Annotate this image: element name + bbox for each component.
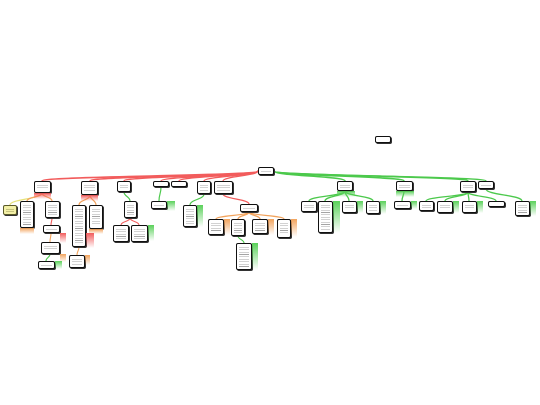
topic-green-4[interactable] (478, 181, 494, 189)
topic-green-3[interactable] (460, 181, 476, 192)
subtopic-l2-leaf[interactable] (38, 261, 55, 269)
branch-fade (86, 233, 94, 248)
subtopic-l1[interactable] (20, 201, 34, 228)
branch-fade (337, 191, 355, 197)
connector-line (237, 235, 245, 244)
connector-line (467, 191, 497, 202)
subtopic-r9[interactable] (488, 201, 505, 207)
topic-green-2[interactable] (396, 181, 413, 191)
subtopic-r8[interactable] (462, 201, 477, 213)
branch-fade (89, 229, 103, 234)
branch-fade (453, 201, 459, 213)
subtopic-l7[interactable] (183, 205, 197, 227)
branch-fade (148, 225, 154, 241)
subtopic-l2-grandchild[interactable] (41, 242, 60, 254)
subtopic-r2[interactable] (318, 201, 333, 233)
subtopic-c2-child[interactable] (236, 243, 252, 270)
branch-fade (81, 195, 98, 201)
connector-line (222, 193, 250, 205)
topic-green-1[interactable] (337, 181, 353, 191)
subtopic-r1[interactable] (301, 201, 317, 212)
topic-red-5[interactable] (171, 181, 187, 187)
connector-line (129, 217, 140, 226)
topic-red-2[interactable] (81, 181, 98, 195)
subtopic-l3-child[interactable] (69, 255, 85, 268)
branch-fade (357, 201, 363, 213)
subtopic-r6[interactable] (419, 201, 434, 211)
subtopic-l4[interactable] (89, 205, 103, 229)
branch-fade (380, 201, 386, 214)
topic-red-4[interactable] (153, 181, 169, 187)
connector-line (273, 170, 487, 182)
subtopic-c1[interactable] (208, 219, 224, 235)
subtopic-r4[interactable] (366, 201, 380, 214)
connector-line (123, 191, 131, 202)
subtopic-r7[interactable] (437, 201, 453, 213)
connector-line (49, 232, 52, 243)
subtopic-l3[interactable] (72, 205, 86, 247)
subtopic-l2-child[interactable] (43, 225, 60, 233)
subtopic-r10[interactable] (515, 201, 530, 216)
subtopic-r5[interactable] (394, 201, 411, 209)
connector-line (50, 217, 53, 226)
topic-red-1[interactable] (34, 181, 51, 193)
subtopic-l2[interactable] (45, 201, 60, 218)
note-topic[interactable] (3, 205, 17, 215)
branch-fade (85, 255, 90, 265)
subtopic-l5[interactable] (124, 201, 137, 218)
central-topic[interactable] (258, 167, 274, 175)
branch-fade (291, 219, 297, 237)
subtopic-l5-child-a[interactable] (113, 225, 129, 242)
branch-fade (34, 193, 51, 199)
connector-line (444, 191, 469, 202)
branch-fade (55, 261, 62, 269)
topic-red-3[interactable] (117, 181, 131, 192)
connector-line (158, 186, 162, 202)
branch-fade (477, 201, 483, 213)
branch-fade (333, 201, 340, 233)
connector-line (222, 170, 259, 182)
branch-fade (167, 201, 175, 211)
connector-line (45, 253, 51, 262)
subtopic-l6[interactable] (151, 201, 167, 209)
branch-fade (268, 219, 274, 235)
branch-fade (396, 191, 414, 197)
branch-fade (197, 205, 203, 227)
subtopic-c4[interactable] (277, 219, 291, 238)
connector-line (485, 188, 523, 202)
topic-red-7[interactable] (214, 181, 233, 194)
branch-fade (530, 201, 536, 216)
branch-fade (60, 254, 66, 262)
subtopic-r3[interactable] (342, 201, 357, 213)
connector-line (76, 246, 80, 256)
subtopic-c2[interactable] (231, 219, 245, 236)
floating-topic[interactable] (375, 136, 391, 143)
branch-fade (224, 219, 230, 235)
subtopic-c3[interactable] (252, 219, 268, 234)
branch-fade (411, 201, 417, 209)
connector-line (120, 217, 131, 226)
connector-line (189, 193, 205, 206)
subtopic-l5-child-b[interactable] (131, 225, 148, 242)
topic-center-hub[interactable] (240, 204, 258, 212)
connector-line (248, 211, 285, 220)
topic-red-6[interactable] (197, 181, 211, 194)
branch-fade (60, 233, 66, 243)
branch-fade (20, 228, 34, 234)
branch-fade (252, 243, 258, 270)
